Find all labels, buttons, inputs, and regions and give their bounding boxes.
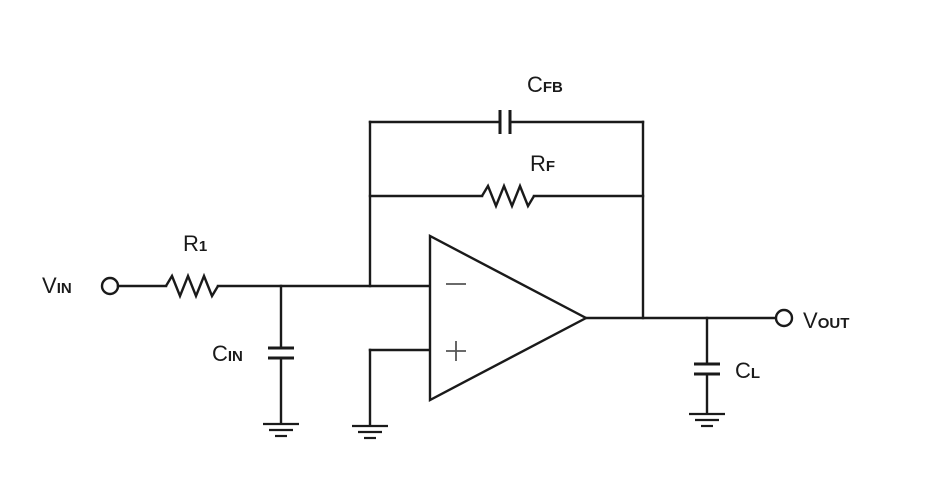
r1-resistor [164, 272, 220, 300]
cl-ground-symbol [689, 412, 725, 428]
vin-terminal [100, 276, 120, 296]
label-cl: CL [735, 358, 760, 383]
noninv-ground-symbol [352, 424, 388, 440]
label-vin: VIN [42, 273, 72, 298]
vout-terminal [774, 308, 794, 328]
label-r1: R1 [183, 231, 207, 256]
cin-ground-symbol [263, 422, 299, 438]
label-cfb: CFB [527, 72, 563, 97]
label-cin: CIN [212, 341, 243, 366]
op-amp-plus-sign [446, 341, 466, 361]
op-amp-triangle [428, 234, 589, 402]
rf-resistor [480, 182, 536, 210]
label-vout: VOUT [803, 308, 849, 333]
label-rf: RF [530, 151, 555, 176]
